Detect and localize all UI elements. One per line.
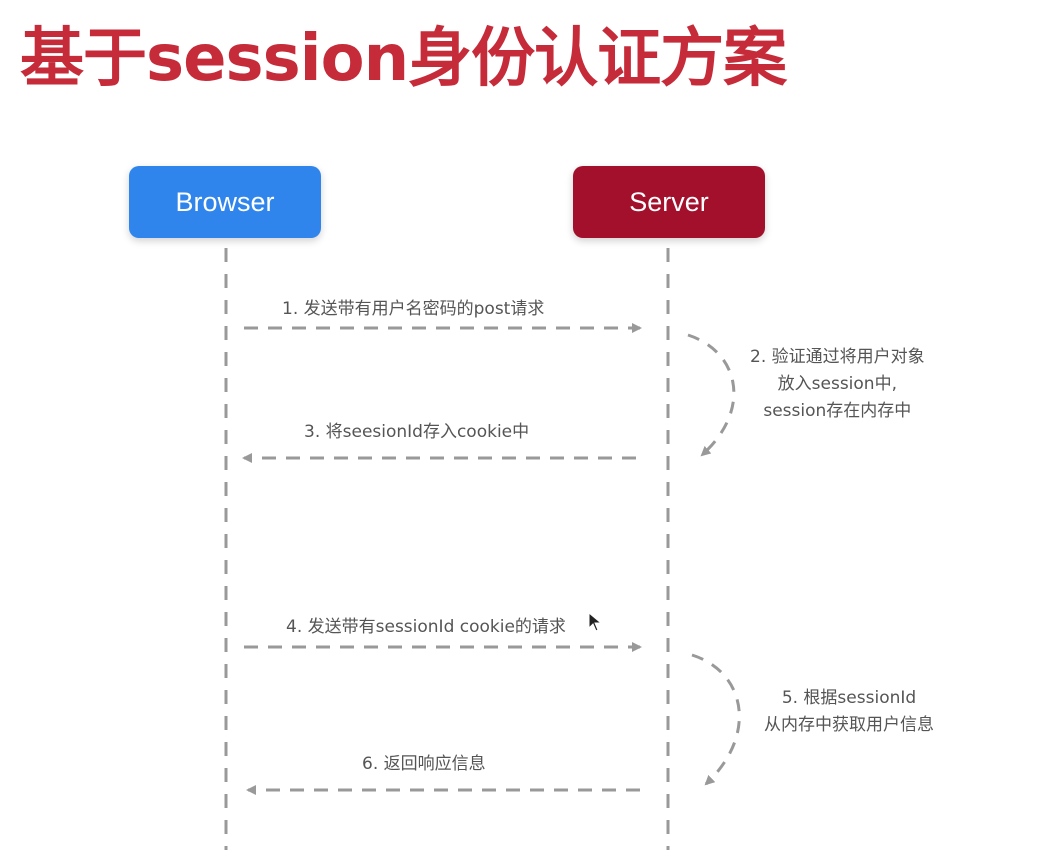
note-5-line-1: 5. 根据sessionId	[781, 688, 917, 708]
message-6-label: 6. 返回响应信息	[362, 754, 486, 774]
mouse-cursor-icon	[588, 612, 602, 632]
note-2-line-2: 放入session中,	[777, 374, 897, 394]
server-label: Server	[629, 186, 709, 217]
message-4-label: 4. 发送带有sessionId cookie的请求	[286, 617, 566, 637]
message-1-label: 1. 发送带有用户名密码的post请求	[282, 299, 545, 319]
arrow-self-verify	[687, 333, 736, 457]
browser-node: Browser	[129, 166, 321, 238]
browser-label: Browser	[175, 186, 275, 217]
note-5-line-2: 从内存中获取用户信息	[764, 715, 934, 735]
server-node: Server	[573, 166, 765, 238]
arrow-self-lookup	[691, 653, 741, 786]
note-2-line-1: 2. 验证通过将用户对象	[750, 347, 925, 367]
note-2: 2. 验证通过将用户对象 放入session中, session存在内存中	[750, 344, 925, 425]
note-5: 5. 根据sessionId 从内存中获取用户信息	[764, 685, 934, 739]
message-3-label: 3. 将seesionId存入cookie中	[304, 422, 530, 442]
note-2-line-3: session存在内存中	[763, 401, 912, 421]
page-title: 基于session身份认证方案	[20, 22, 787, 96]
